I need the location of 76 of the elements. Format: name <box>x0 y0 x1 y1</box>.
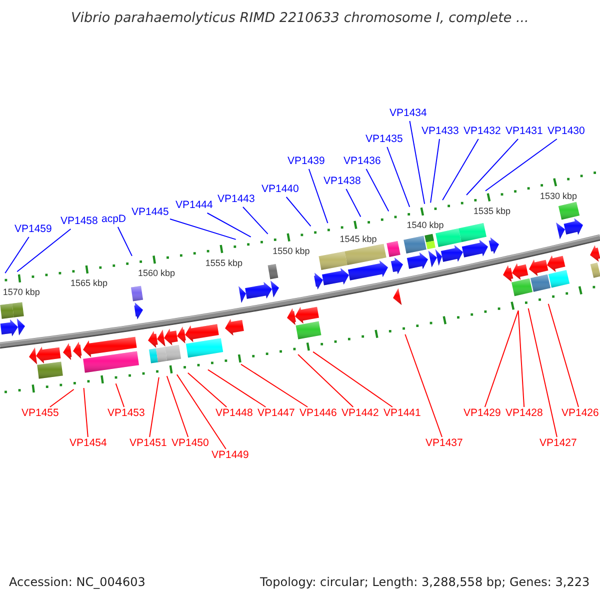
gene-label: VP1429 <box>464 408 501 420</box>
scale-label: 1570 kbp <box>2 288 40 298</box>
leader-line <box>206 212 252 238</box>
leader-line <box>466 138 519 196</box>
gene-label: VP1432 <box>464 126 501 138</box>
leader-line <box>83 388 88 438</box>
gene-label: VP1435 <box>366 134 403 146</box>
gene-label: VP1447 <box>258 408 295 420</box>
leader-line <box>117 226 132 256</box>
map-title: Vibrio parahaemolyticus RIMD 2210633 chromosome I, complete ... <box>71 10 529 26</box>
leader-line <box>346 188 362 218</box>
gene-label: VP1436 <box>344 156 381 168</box>
scale-label: 1535 kbp <box>473 206 510 217</box>
gene-label: VP1427 <box>540 438 577 450</box>
leader-line <box>308 168 328 224</box>
genome-stats-text: Topology: circular; Length: 3,288,558 bp; Genes: 3,223 <box>260 576 590 589</box>
leader-line <box>404 334 442 438</box>
leader-line <box>528 308 558 438</box>
leader-line <box>166 376 189 438</box>
gene-label: VP1434 <box>390 108 427 120</box>
gene-label: VP1438 <box>324 176 361 188</box>
gene-label: VP1442 <box>342 408 379 420</box>
gene-label: VP1449 <box>212 450 249 462</box>
gene-label: VP1439 <box>288 156 325 168</box>
gene-label: VP1453 <box>108 408 145 420</box>
gene-label: VP1444 <box>176 200 213 212</box>
gene-label: VP1450 <box>172 438 209 450</box>
scale-label: 1565 kbp <box>70 279 108 290</box>
scale-label: 1555 kbp <box>205 258 242 269</box>
leader-line <box>16 228 72 272</box>
gene-label: VP1431 <box>506 126 543 138</box>
leader-line <box>548 303 579 408</box>
leader-line <box>409 120 426 204</box>
accession-text: Accession: NC_004603 <box>9 576 146 589</box>
leader-line <box>518 310 525 408</box>
leader-line <box>484 310 519 408</box>
gene-label: VP1454 <box>70 438 107 450</box>
gene-label: VP1458 <box>60 216 98 228</box>
leader-line <box>298 354 354 408</box>
leader-line <box>286 196 312 227</box>
leader-line <box>4 236 30 274</box>
gene-label: VP1440 <box>262 184 299 196</box>
gene-label: acpD <box>102 214 126 226</box>
gene-label: VP1445 <box>132 207 169 219</box>
leader-line <box>170 218 236 240</box>
scale-label: 1545 kbp <box>340 234 377 244</box>
scale-label: 1550 kbp <box>272 247 310 257</box>
leader-line <box>176 374 226 450</box>
leader-line <box>312 351 393 408</box>
leader-line <box>115 383 125 408</box>
gene-label: VP1433 <box>422 126 459 138</box>
gene-label: VP1459 <box>14 224 52 236</box>
gene-label: VP1430 <box>548 126 585 138</box>
scale-label: 1530 kbp <box>540 192 578 202</box>
leader-line <box>430 138 440 204</box>
leader-line <box>149 376 160 438</box>
gene-label: VP1455 <box>22 408 59 420</box>
leader-line <box>242 206 268 234</box>
gene-label: VP1448 <box>216 408 253 420</box>
gene-label: VP1446 <box>300 408 337 420</box>
gene-label: VP1443 <box>218 194 255 206</box>
scale-label: 1560 kbp <box>138 269 176 280</box>
leader-line <box>386 146 410 208</box>
scale-label: 1540 kbp <box>406 221 444 232</box>
leader-line <box>366 168 390 212</box>
gene-label: VP1451 <box>130 438 167 450</box>
gene-label: VP1428 <box>506 408 543 420</box>
leader-line <box>442 138 479 201</box>
leader-line <box>49 388 74 408</box>
gene-label: VP1437 <box>426 438 463 450</box>
leader-line <box>187 372 228 408</box>
leader-line <box>240 364 308 408</box>
gene-label: VP1426 <box>562 408 599 420</box>
leader-line <box>485 138 558 192</box>
leader-line <box>207 369 266 408</box>
gene-label: VP1441 <box>384 408 421 420</box>
